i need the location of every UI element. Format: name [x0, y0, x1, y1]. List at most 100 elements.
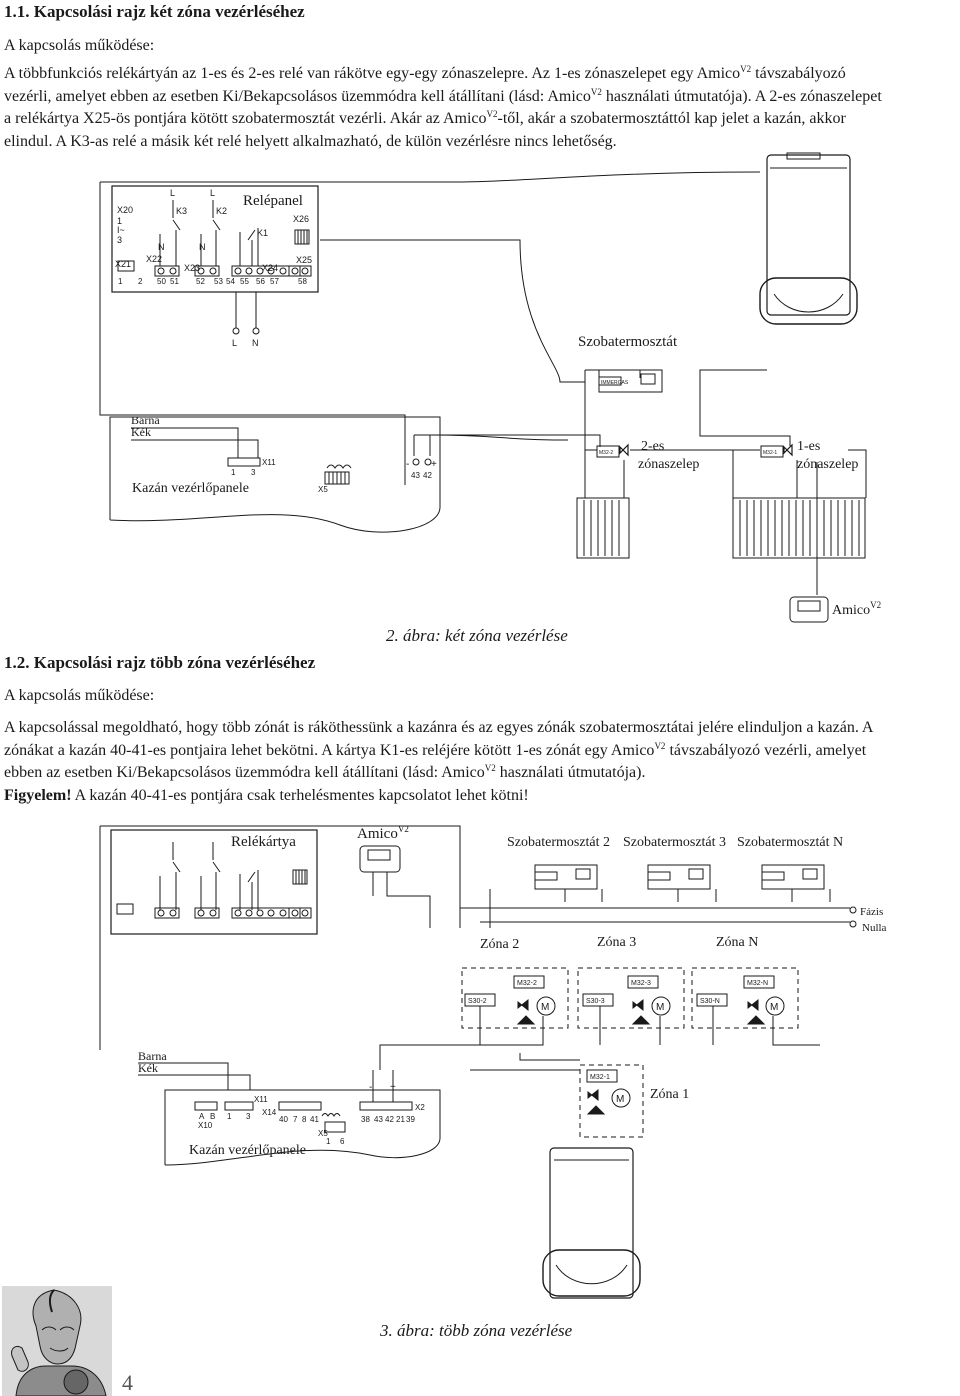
room-thermostat: Szobatermosztát IMMERGAS [578, 334, 678, 393]
boiler-control-panel: Barna Kék A B X10 X11 1 3 X14 40 7 8 41 … [138, 1049, 441, 1166]
zone-1-valve: M32-1 M Zóna 1 [470, 1053, 689, 1138]
label-x26: X26 [293, 214, 309, 224]
zone-3-label: Zóna 3 [597, 935, 636, 950]
figure-3-caption: 3. ábra: több zóna vezérlése [379, 1321, 573, 1340]
relay-card: Relékártya [110, 829, 318, 935]
paragraph-line: vezérli, amelyet ebben az esetben Ki/Bek… [4, 86, 949, 109]
text-run: használati útmutatója). [495, 764, 646, 781]
label-l: L [210, 188, 215, 198]
terminal-block [117, 260, 312, 277]
terminal-39: 39 [406, 1115, 415, 1124]
zone-valve-1: M32-1 1-es zónaszelep [760, 439, 858, 472]
label-x11-1: 1 [231, 468, 236, 477]
valve-m32-1: M32-1 [590, 1074, 610, 1081]
relay-panel-title: Relépanel [243, 193, 303, 209]
label-x25: X25 [296, 255, 312, 265]
terminal-42: 42 [423, 471, 432, 480]
paragraph-line: ebben az esetben Ki/Bekapcsolásos üzemmó… [4, 762, 949, 785]
label-minus: - [369, 1082, 372, 1093]
sensor-s30-2: S30-2 [468, 998, 487, 1005]
terminal-6: 6 [340, 1137, 345, 1146]
valve-m32-3: M32-3 [631, 980, 651, 987]
label-1: 1 [117, 216, 122, 226]
boiler-panel-label: Kazán vezérlőpanele [189, 1143, 306, 1158]
paragraph-line: A többfunkciós relékártyán az 1-es és 2-… [4, 63, 949, 86]
relay-card-title: Relékártya [231, 834, 296, 850]
terminal-21: 21 [396, 1115, 405, 1124]
label-x10: X10 [198, 1121, 213, 1130]
zone-valve-group: M32-2 S30-2 M M32-3 S30-3 M M32-N S30-N … [379, 967, 820, 1070]
figure-2-caption: 2. ábra: két zóna vezérlése [386, 626, 568, 645]
terminal-43: 43 [411, 471, 420, 480]
label-a: A [199, 1112, 205, 1121]
room-thermostat-label: Szobatermosztát [578, 334, 678, 350]
thermostat-n-label: Szobatermosztát N [737, 835, 843, 850]
label-k1: K1 [257, 228, 268, 238]
terminal-43: 43 [374, 1115, 383, 1124]
terminal-2: 2 [138, 277, 143, 286]
terminal-8: 8 [302, 1115, 307, 1124]
terminal-42: 42 [385, 1115, 394, 1124]
section-2-subheading: A kapcsolás működése: [4, 687, 155, 704]
warning-text: A kazán 40-41-es pontjára csak terhelésm… [71, 786, 529, 804]
wire-blue-label: Kék [138, 1061, 158, 1075]
label-x11: X11 [262, 458, 276, 467]
text-run: távszabályozó vezérli, amelyet [665, 741, 867, 759]
section-1-subheading: A kapcsolás működése: [4, 37, 155, 54]
terminal-57: 57 [270, 277, 279, 286]
terminal-54: 54 [226, 277, 235, 286]
label-x14: X14 [262, 1108, 277, 1117]
text-run: használati útmutatója). A 2-es zónaszele… [601, 87, 882, 105]
paragraph-line: Figyelem! A kazán 40-41-es pontjára csak… [4, 785, 949, 808]
zone-2-label: Zóna 2 [480, 937, 519, 952]
mains-n: N [252, 338, 259, 348]
label-x23: X23 [184, 263, 200, 273]
label-k3: K3 [176, 206, 187, 216]
motor-m: M [616, 1094, 624, 1105]
relay-panel: Relépanel X20 1 I~ 3 X21 X22 K3 K2 K1 X2… [111, 185, 319, 293]
valve-m32-n: M32-N [747, 980, 768, 987]
radiator-zone-2 [576, 497, 630, 559]
valve-m32-1-tag: M32-1 [763, 450, 777, 456]
label-k2: K2 [216, 206, 227, 216]
label-x11: X11 [254, 1095, 268, 1104]
zone-valve-2-label: zónaszelep [638, 457, 699, 472]
boiler-panel-label: Kazán vezérlőpanele [132, 481, 249, 496]
mascot-illustration [2, 1286, 112, 1396]
terminal-41: 41 [310, 1115, 319, 1124]
motor-m: M [770, 1002, 778, 1013]
amico-label: AmicoV2 [832, 600, 881, 618]
sensor-s30-n: S30-N [700, 998, 720, 1005]
superscript: V2 [486, 109, 498, 119]
superscript: V2 [484, 763, 496, 773]
text-run: zónákat a kazán 40-41-es pontjaira lehet… [4, 741, 655, 759]
valve-m32-2-tag: M32-2 [599, 450, 613, 456]
figure-2-diagram: Relépanel X20 1 I~ 3 X21 X22 K3 K2 K1 X2… [99, 152, 881, 645]
text-run: távszabályozó [751, 65, 846, 82]
superscript: V2 [590, 86, 602, 97]
wire-brown-label: Barna [138, 1049, 167, 1063]
motor-m: M [656, 1002, 664, 1013]
terminal-40: 40 [279, 1115, 288, 1124]
room-thermostats: Szobatermosztát 2 Szobatermosztát 3 Szob… [489, 835, 843, 928]
terminal-7: 7 [293, 1115, 298, 1124]
sensor-s30-3: S30-3 [586, 998, 605, 1005]
motor-m: M [541, 1002, 549, 1013]
figure-3-diagram: Relékártya AmicoV2 Szobatermosztát 2 Szo… [99, 824, 887, 1340]
superscript: V2 [740, 64, 752, 74]
text-run: -től, akár a szobatermosztáttól kap jele… [497, 110, 846, 127]
thermostat-2-label: Szobatermosztát 2 [507, 835, 610, 850]
zone-valve-2-label: 2-es [641, 439, 664, 454]
label-b: B [210, 1112, 215, 1121]
radiator-zone-1 [732, 497, 866, 559]
phase-label: Fázis [860, 906, 883, 918]
terminal-38: 38 [361, 1115, 370, 1124]
label-n: N [199, 242, 206, 252]
label-3: 3 [117, 235, 122, 245]
paragraph-line: zónákat a kazán 40-41-es pontjaira lehet… [4, 740, 949, 763]
label-x5: X5 [318, 485, 328, 494]
boiler-illustration [542, 1147, 641, 1299]
label-l: L [170, 188, 175, 198]
amico-remote: AmicoV2 [789, 462, 881, 623]
label-x11-3: 3 [251, 468, 256, 477]
